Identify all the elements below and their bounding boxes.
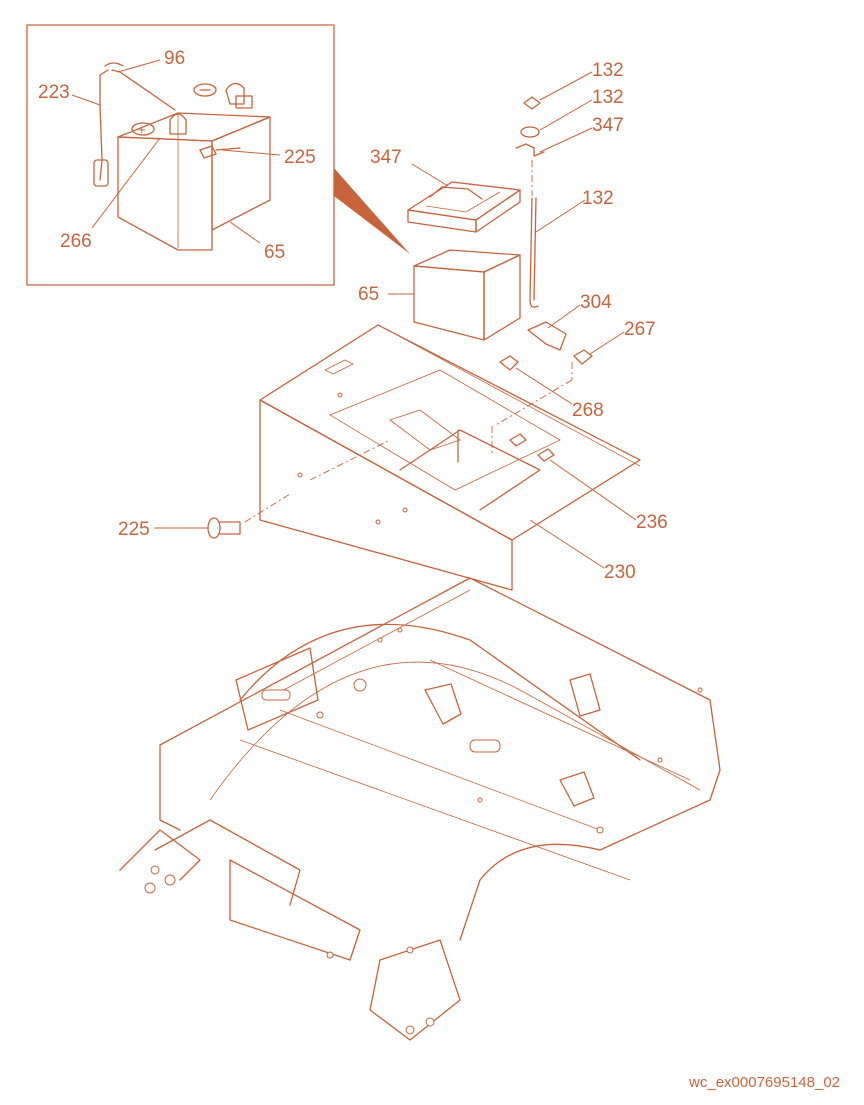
bolt-236 <box>509 433 527 447</box>
battery-holder <box>407 181 521 233</box>
rod-132 <box>529 197 533 301</box>
callout-347-holder: 347 <box>370 147 402 168</box>
bolt-225 <box>207 517 241 539</box>
inset-frame <box>26 24 335 286</box>
lower-bracket <box>229 859 361 961</box>
callout-223: 223 <box>38 82 70 103</box>
callout-267: 267 <box>624 319 656 340</box>
washer-132 <box>520 126 540 138</box>
callout-304: 304 <box>580 292 612 313</box>
cable-223 <box>99 69 109 181</box>
battery-tray <box>244 324 641 591</box>
callout-230: 230 <box>604 562 636 583</box>
figure-caption: wc_ex0007695148_02 <box>689 1074 840 1091</box>
cable-end <box>93 159 109 187</box>
callout-225-bolt: 225 <box>118 519 150 540</box>
callout-132-nut: 132 <box>592 60 624 81</box>
inset-bolt <box>199 145 217 159</box>
battery-plate-230 <box>399 429 541 511</box>
callout-225-inset: 225 <box>284 147 316 168</box>
terminal-cap-2 <box>225 82 245 105</box>
chassis-frame <box>119 577 721 1041</box>
callout-268: 268 <box>572 400 604 421</box>
callout-65-battery: 65 <box>358 284 379 305</box>
mounting-plate <box>235 647 319 731</box>
loop-bracket <box>569 673 601 717</box>
nut-132 <box>523 96 541 110</box>
leader-lines <box>154 71 637 569</box>
callout-65-inset: 65 <box>264 242 285 263</box>
terminal-cap <box>169 113 187 135</box>
nut-268 <box>499 355 519 371</box>
callout-347-clip: 347 <box>592 115 624 136</box>
cable-96 <box>111 69 176 111</box>
battery <box>413 249 521 341</box>
rear-leg <box>369 939 461 1041</box>
callout-96: 96 <box>164 48 185 69</box>
callout-132-washer: 132 <box>592 87 624 108</box>
positive-terminal <box>131 122 155 136</box>
inset-pointer <box>334 168 410 254</box>
hold-down-hardware <box>491 96 593 462</box>
nut-267 <box>573 349 593 365</box>
inset-battery: + <box>117 82 271 251</box>
callout-266: 266 <box>60 231 92 252</box>
clip-347 <box>515 143 545 157</box>
callout-236: 236 <box>636 512 668 533</box>
negative-terminal <box>193 83 217 97</box>
svg-text:+: + <box>138 122 146 137</box>
callout-132-rod: 132 <box>582 188 614 209</box>
bracket-304 <box>527 321 567 351</box>
battery-detail-inset: + <box>26 24 335 286</box>
left-hitch <box>154 819 301 906</box>
